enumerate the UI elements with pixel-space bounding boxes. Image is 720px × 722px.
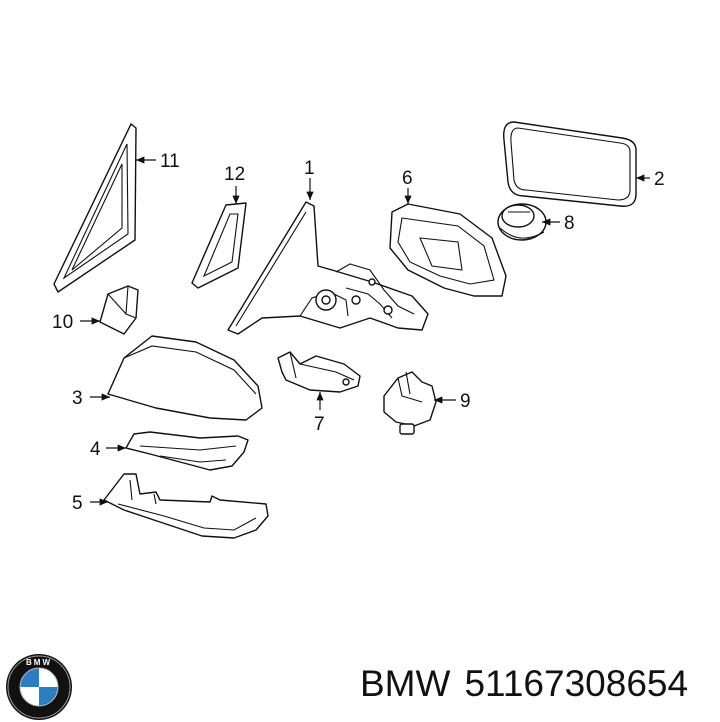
part-8-adjust-motor [497, 203, 547, 241]
callout-11: 11 [160, 151, 180, 172]
callout-2: 2 [654, 169, 665, 190]
callout-6: 6 [402, 168, 413, 189]
part-7-bracket [277, 351, 361, 393]
part-3-housing-cover [107, 335, 263, 421]
callout-8: 8 [564, 213, 575, 234]
part-1-mirror-base [227, 201, 429, 335]
part-6-carrier-plate [389, 203, 507, 297]
part-5-lower-trim [103, 473, 269, 539]
callout-12: 12 [224, 164, 245, 185]
callout-1: 1 [304, 158, 315, 179]
part-4-turn-signal [125, 431, 249, 471]
callout-9: 9 [460, 391, 471, 412]
part-12-triangle-insert [191, 202, 247, 289]
leader-lines [80, 156, 650, 506]
part-caption: BMW 51167308654 [360, 658, 712, 710]
callout-3: 3 [72, 388, 83, 409]
part-2-mirror-glass [503, 121, 637, 207]
callout-4: 4 [90, 439, 101, 460]
callout-10: 10 [52, 312, 73, 333]
part-10-bracket [99, 285, 139, 335]
callout-7: 7 [314, 414, 325, 435]
part-9-motor-housing [383, 371, 437, 435]
callout-5: 5 [72, 493, 83, 514]
part-11-triangle-trim [53, 123, 137, 293]
caption-part-number: 51167308654 [464, 663, 689, 704]
callout-labels: 1 2 3 4 5 6 7 8 9 10 11 12 [52, 151, 665, 514]
caption-brand: BMW [360, 663, 451, 704]
bmw-logo-letters: BMW [26, 658, 52, 667]
bmw-logo: BMW [6, 654, 72, 720]
